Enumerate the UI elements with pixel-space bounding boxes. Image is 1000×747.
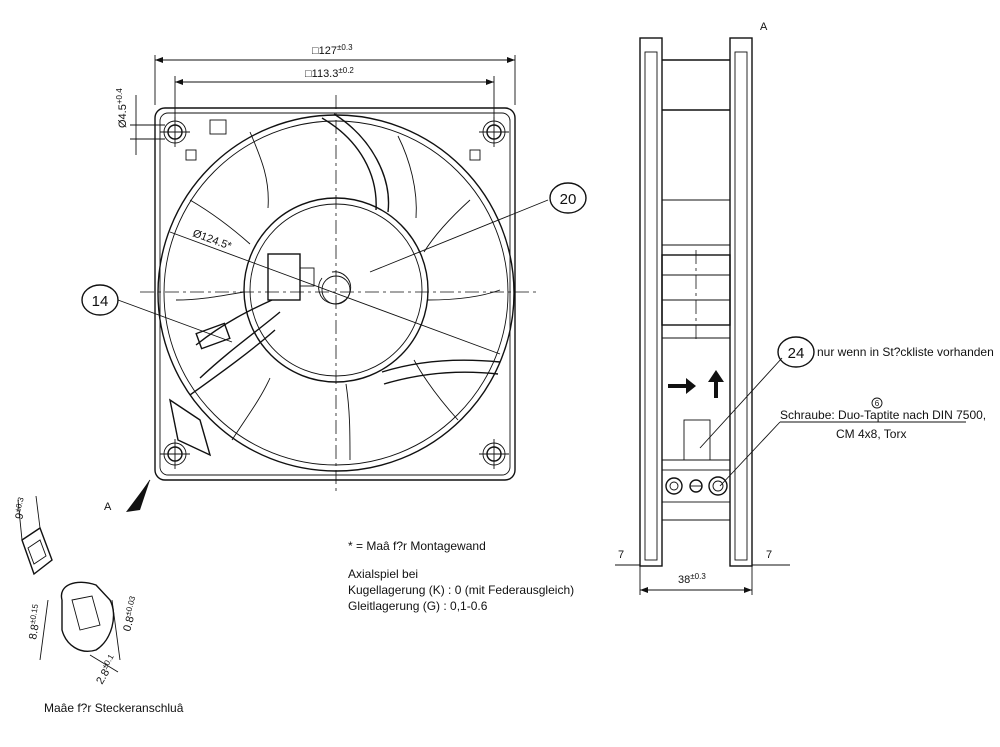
screw-center xyxy=(689,479,703,493)
connector-housing xyxy=(267,253,301,301)
fan-frame-outline xyxy=(154,107,516,481)
mounting-hole-tr xyxy=(479,117,509,147)
note-stecker: Maâe f?r Steckeranschluâ xyxy=(44,701,184,715)
dim-conn-0-8: 0.8±0.03 xyxy=(119,595,142,633)
note-gleit: Gleitlagerung (G) : 0,1-0.6 xyxy=(348,599,488,613)
strut-top xyxy=(321,117,377,211)
mounting-hole-bl xyxy=(160,439,190,469)
rotation-arrow-icon xyxy=(708,370,724,398)
note-schraube-line2: CM 4x8, Torx xyxy=(836,427,906,441)
dim-outer-width: □127±0.3 xyxy=(312,43,353,57)
screw-left xyxy=(665,477,683,495)
strut-bottom xyxy=(381,359,501,373)
screw-callout-number: 6 xyxy=(871,397,883,409)
dim-conn-8-8: 8.8±0.15 xyxy=(25,603,45,641)
callout-20: 20 xyxy=(549,182,587,214)
callout-20-label: 20 xyxy=(560,191,577,208)
mounting-hole-tl xyxy=(160,117,190,147)
cable-plug xyxy=(168,398,212,457)
note-axialspiel: Axialspiel bei xyxy=(348,567,418,581)
dim-depth: 38±0.3 xyxy=(678,572,706,586)
mounting-hole-br xyxy=(479,439,509,469)
view-a-title: A xyxy=(760,21,768,33)
side-view: A xyxy=(615,21,966,595)
motor-section xyxy=(661,254,731,326)
left-flange xyxy=(639,37,663,567)
dim-hole-diameter: Ø4.5+0.4 xyxy=(115,88,129,128)
dim-flange-left: 7 xyxy=(618,549,624,561)
dim-fan-diameter: Ø124.5* xyxy=(191,228,234,253)
airflow-arrow-icon xyxy=(668,378,696,394)
strut-cable xyxy=(195,299,273,346)
callout-14: 14 xyxy=(81,284,119,316)
connector-detail xyxy=(17,495,121,673)
dim-conn-9: 9±0.3 xyxy=(11,496,30,521)
callout-24: 24 xyxy=(777,336,815,368)
screw-right xyxy=(708,476,728,496)
note-stueckliste: nur wenn in St?ckliste vorhanden xyxy=(817,345,994,359)
right-flange xyxy=(729,37,753,567)
dim-conn-2-8: 2.8±0.1 xyxy=(92,652,120,686)
callout-24-label: 24 xyxy=(788,345,805,362)
view-a-arrow-label: A xyxy=(104,501,112,513)
view-arrow-a: A xyxy=(104,479,151,513)
svg-text:6: 6 xyxy=(875,399,880,408)
note-schraube-line1: Schraube: Duo-Taptite nach DIN 7500, xyxy=(780,408,986,422)
dim-flange-right: 7 xyxy=(766,549,772,561)
label-plate xyxy=(683,419,711,461)
note-montage: * = Maâ f?r Montagewand xyxy=(348,539,486,553)
note-kugel: Kugellagerung (K) : 0 (mit Federausgleic… xyxy=(348,583,574,597)
callout-14-label: 14 xyxy=(92,293,109,310)
plug-outline xyxy=(60,581,115,652)
front-view xyxy=(117,55,549,495)
dim-hole-spacing: □113.3±0.2 xyxy=(305,66,354,80)
